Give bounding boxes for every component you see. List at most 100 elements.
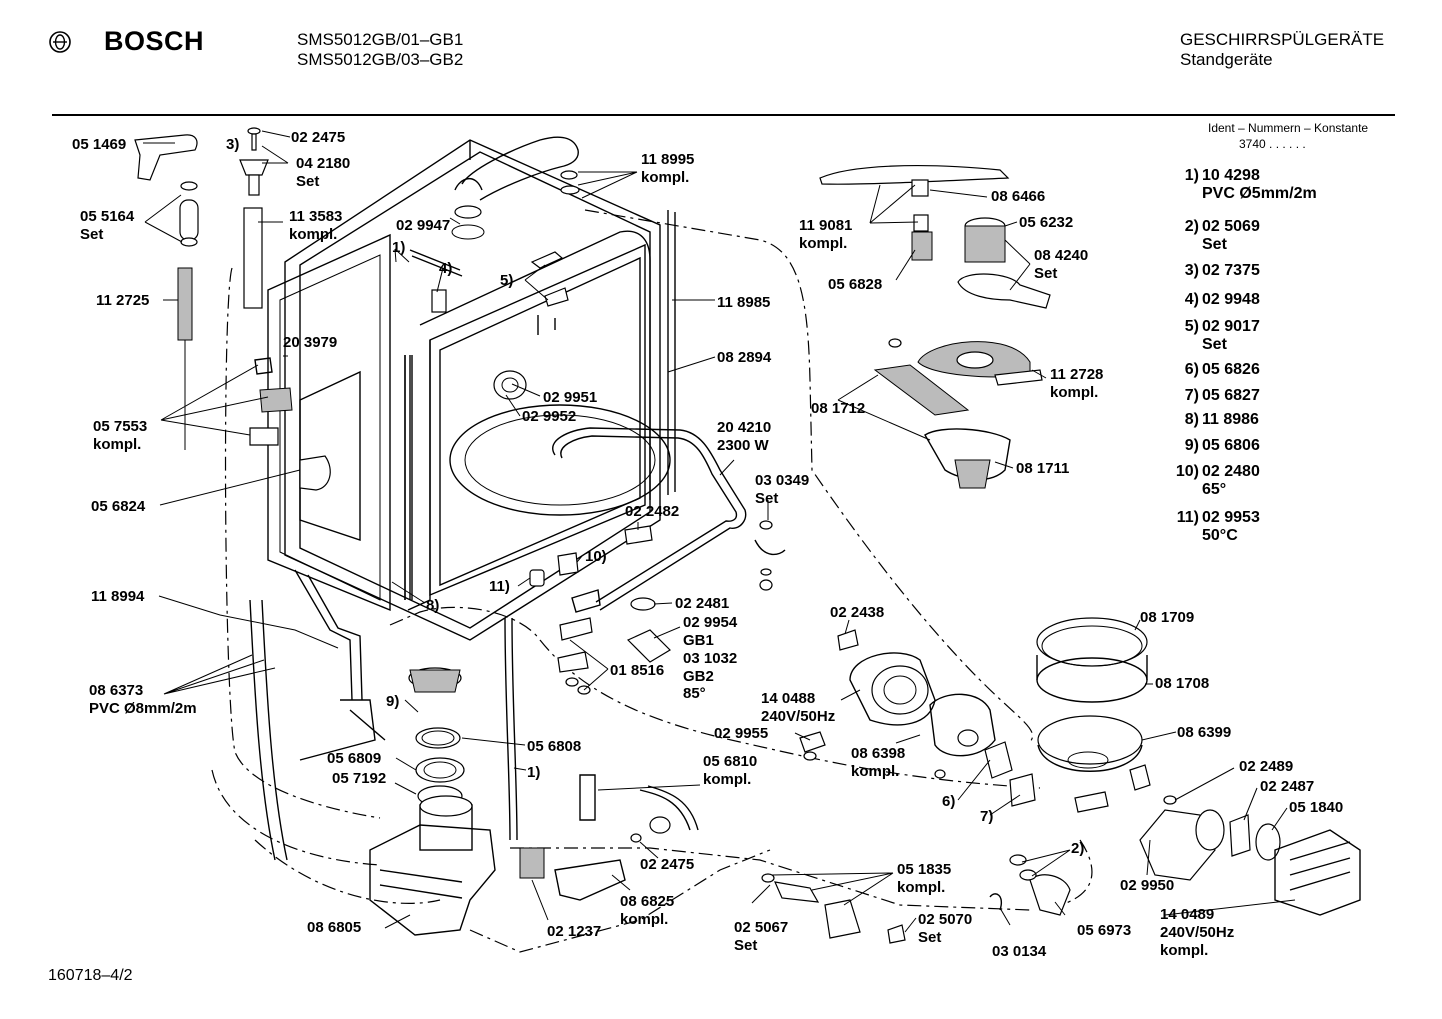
part-callout-086398: kompl. xyxy=(851,763,899,780)
part-callout-119081: kompl. xyxy=(799,235,847,252)
callout-leader-lines xyxy=(143,130,1296,933)
footnote-line: 65° xyxy=(1202,481,1227,498)
category-line-2: Standgeräte xyxy=(1180,50,1273,69)
part-callout-057192: 05 7192 xyxy=(332,770,386,787)
footnote-number: 7) xyxy=(1184,387,1199,404)
part-callout-4: 4) xyxy=(439,260,452,277)
part-callout-2: 2) xyxy=(1071,840,1084,857)
part-callout-057553: 05 7553 xyxy=(93,418,147,435)
part-callout-3: 3) xyxy=(226,136,239,153)
part-callout-086399: 08 6399 xyxy=(1177,724,1231,741)
front-small-parts xyxy=(529,520,859,695)
part-callout-055164: Set xyxy=(80,226,103,243)
part-callout-022487: 02 2487 xyxy=(1260,778,1314,795)
footnote-part-number: 05 6806 xyxy=(1202,437,1260,454)
part-callout-11: 11) xyxy=(489,578,510,595)
part-callout-021237: 02 1237 xyxy=(547,923,601,940)
part-callout-1a: 1) xyxy=(392,239,405,256)
footnote-9: 9)05 6806 xyxy=(1168,437,1260,455)
part-callout-6: 6) xyxy=(942,793,955,810)
footnote-number: 6) xyxy=(1184,361,1199,378)
header-divider xyxy=(52,114,1395,116)
part-callout-025070: Set xyxy=(918,929,941,946)
water-inlet-parts xyxy=(761,873,906,944)
bosch-logo-icon xyxy=(49,31,71,53)
ident-title: Ident – Nummern – Konstante xyxy=(1208,121,1369,135)
part-callout-029951: 02 9951 xyxy=(543,389,597,406)
drain-pump-parts xyxy=(989,795,1361,916)
footnote-7: 7)05 6827 xyxy=(1168,387,1260,405)
footnote-part-number: 02 9948 xyxy=(1202,291,1260,308)
part-callout-030349: 03 0349 xyxy=(755,472,809,489)
footnote-part-number: 02 5069 xyxy=(1202,218,1260,235)
sump-area xyxy=(369,617,699,936)
part-callout-057553: kompl. xyxy=(93,436,141,453)
tub-body xyxy=(267,139,671,641)
footnote-3: 3)02 7375 xyxy=(1168,262,1260,280)
footnote-part-number: 11 8986 xyxy=(1202,411,1259,428)
part-callout-025067: 02 5067 xyxy=(734,919,788,936)
footnote-line: 7)05 6827 xyxy=(1168,387,1260,405)
part-callout-118994: 11 8994 xyxy=(91,588,145,605)
part-callout-140488: 240V/50Hz xyxy=(761,708,835,725)
part-callout-031032: 03 1032 xyxy=(683,650,737,667)
footnote-8: 8)11 8986 xyxy=(1168,411,1259,429)
footnote-4: 4)02 9948 xyxy=(1168,291,1260,309)
part-callout-081712: 08 1712 xyxy=(811,400,865,417)
part-callout-022438: 02 2438 xyxy=(830,604,884,621)
part-callout-056810: 05 6810 xyxy=(703,753,757,770)
part-callout-086373: PVC Ø8mm/2m xyxy=(89,700,197,717)
footnote-part-number: 02 9953 xyxy=(1202,509,1260,526)
part-callout-022481: 02 2481 xyxy=(675,595,729,612)
part-callout-204210: 20 4210 xyxy=(717,419,771,436)
part-callout-018516: 01 8516 xyxy=(610,662,664,679)
part-callout-056824: 05 6824 xyxy=(91,498,146,515)
part-callout-118985: 11 8985 xyxy=(717,294,770,311)
footnote-part-number: 10 4298 xyxy=(1202,167,1260,184)
footnote-number: 2) xyxy=(1184,218,1199,235)
top-spray-pipe xyxy=(451,136,580,240)
footnote-line: 5)02 9017 xyxy=(1168,318,1260,336)
part-callout-10: 10) xyxy=(585,548,607,565)
footnote-line: 11)02 9953 xyxy=(1168,509,1260,527)
part-callout-084240: 08 4240 xyxy=(1034,247,1088,264)
part-callout-022475b: 02 2475 xyxy=(640,856,694,873)
footnote-part-number: 02 9017 xyxy=(1202,318,1260,335)
footnote-line: Set xyxy=(1202,236,1227,253)
footnote-part-number: 02 7375 xyxy=(1202,262,1260,279)
part-callout-051835: kompl. xyxy=(897,879,945,896)
footnote-number: 3) xyxy=(1184,262,1199,279)
part-callout-056828: 05 6828 xyxy=(828,276,882,293)
part-callout-025067: Set xyxy=(734,937,757,954)
part-callout-086825: 08 6825 xyxy=(620,893,674,910)
footnote-line: 3)02 7375 xyxy=(1168,262,1260,280)
footnote-line: 8)11 8986 xyxy=(1168,411,1259,429)
footnote-line: 6)05 6826 xyxy=(1168,361,1260,379)
part-callout-118995: kompl. xyxy=(641,169,689,186)
heater-element xyxy=(552,427,747,611)
part-callout-042180: 04 2180 xyxy=(296,155,350,172)
part-callout-119081: 11 9081 xyxy=(799,217,852,234)
part-callout-029955: 02 9955 xyxy=(714,725,768,742)
part-callout-029954: 02 9954 xyxy=(683,614,738,631)
part-callout-140489: kompl. xyxy=(1160,942,1208,959)
part-callout-140489: 14 0489 xyxy=(1160,906,1214,923)
part-callout-029952: 02 9952 xyxy=(522,408,576,425)
left-side-parts xyxy=(134,127,569,861)
part-callout-051835: 05 1835 xyxy=(897,861,951,878)
ident-code: 3740 . . . . . . xyxy=(1239,137,1306,151)
brand-name: BOSCH xyxy=(104,26,205,56)
part-callout-086398: 08 6398 xyxy=(851,745,905,762)
footnote-number: 11) xyxy=(1176,509,1199,526)
part-callout-056808: 05 6808 xyxy=(527,738,581,755)
product-category: GESCHIRRSPÜLGERÄTE Standgeräte xyxy=(1180,30,1384,70)
part-callout-022489: 02 2489 xyxy=(1239,758,1293,775)
part-callout-5: 5) xyxy=(500,272,513,289)
part-callout-031032: GB2 xyxy=(683,668,714,685)
